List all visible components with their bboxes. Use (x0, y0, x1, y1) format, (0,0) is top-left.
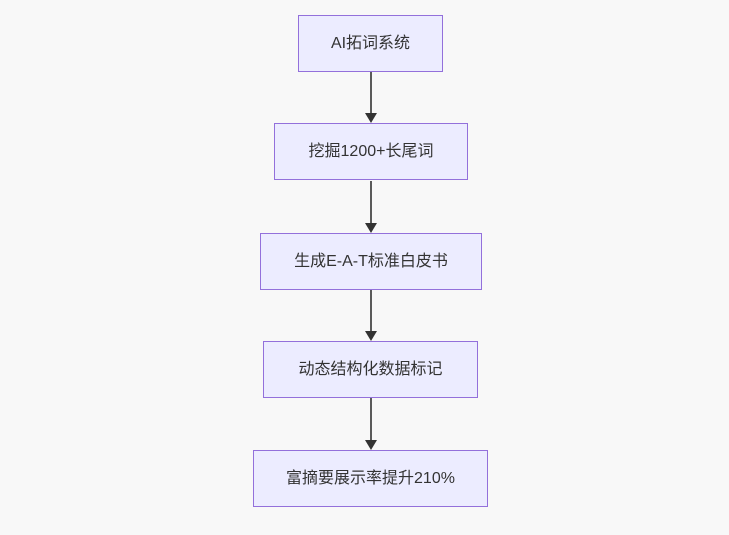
flow-edge-2 (365, 181, 377, 233)
flow-edge-4 (365, 398, 377, 450)
flow-node-label: 富摘要展示率提升210% (286, 469, 455, 487)
edge-line (370, 72, 372, 113)
flow-node-label: 挖掘1200+长尾词 (308, 142, 434, 160)
flow-node-rich-snippet-result: 富摘要展示率提升210% (253, 450, 488, 507)
arrowhead-down-icon (365, 223, 377, 233)
arrowhead-down-icon (365, 331, 377, 341)
edge-line (370, 181, 372, 223)
flow-node-eat-whitepaper: 生成E-A-T标准白皮书 (260, 233, 482, 290)
flow-node-label: 生成E-A-T标准白皮书 (294, 252, 448, 270)
flow-edge-1 (365, 72, 377, 123)
flow-node-label: AI拓词系统 (330, 34, 411, 52)
flow-node-label: 动态结构化数据标记 (298, 360, 443, 378)
flow-node-longtail-mining: 挖掘1200+长尾词 (274, 123, 468, 180)
flow-node-ai-keyword-system: AI拓词系统 (298, 15, 443, 72)
arrowhead-down-icon (365, 113, 377, 123)
edge-line (370, 398, 372, 440)
edge-line (370, 290, 372, 331)
flow-node-structured-data-markup: 动态结构化数据标记 (263, 341, 478, 398)
arrowhead-down-icon (365, 440, 377, 450)
flow-edge-3 (365, 290, 377, 341)
